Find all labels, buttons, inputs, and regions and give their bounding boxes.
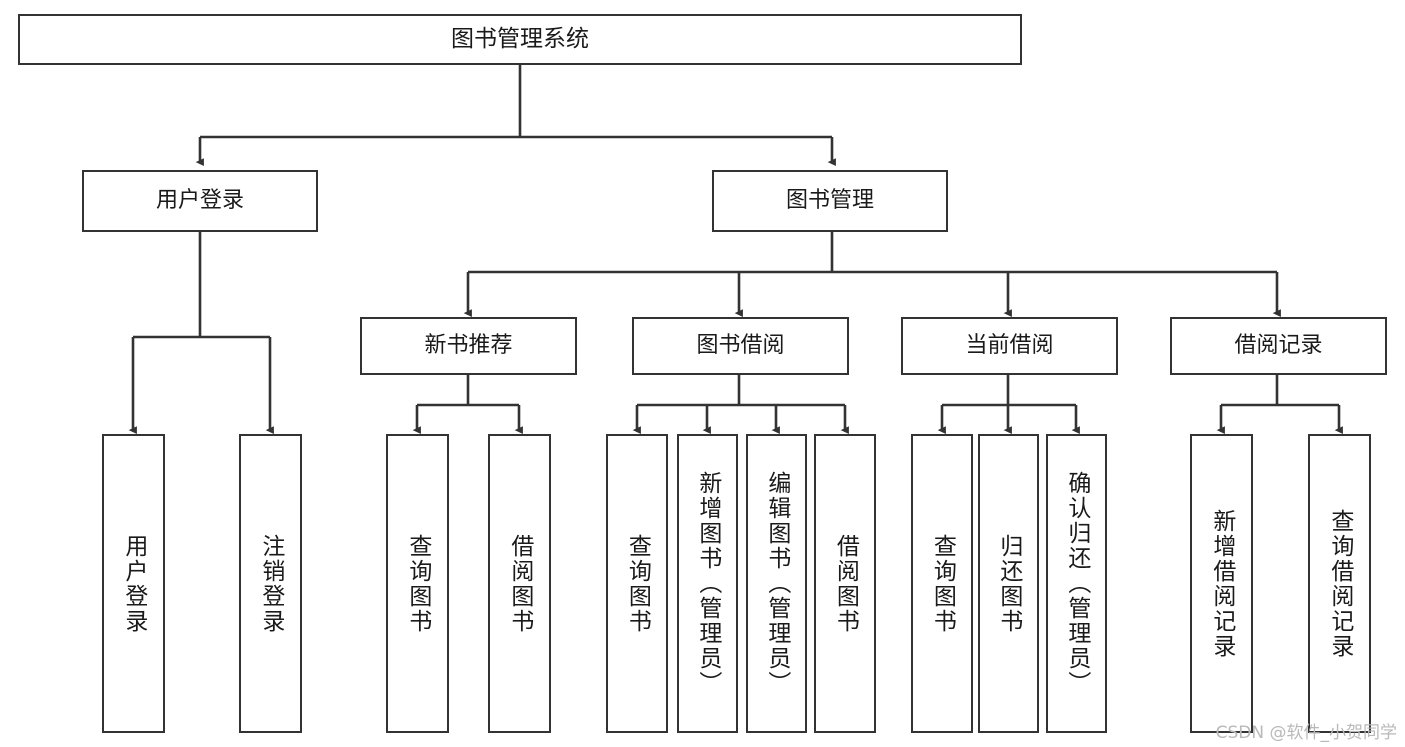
leaf-record-query-record[interactable]: 查询借阅记录 xyxy=(1308,434,1371,733)
node-label: 编辑图书（管理员） xyxy=(763,471,790,696)
node-label: 查询图书 xyxy=(624,533,651,634)
leaf-record-add-record[interactable]: 新增借阅记录 xyxy=(1190,434,1253,733)
node-label: 图书管理系统 xyxy=(451,25,589,52)
node-label: 查询图书 xyxy=(404,533,431,634)
leaf-borrow-edit-book-admin[interactable]: 编辑图书（管理员） xyxy=(746,434,807,733)
node-label: 图书管理 xyxy=(785,188,874,214)
node-label: 用户登录 xyxy=(120,533,147,634)
node-current-borrow[interactable]: 当前借阅 xyxy=(901,317,1118,375)
node-new-book-recommend[interactable]: 新书推荐 xyxy=(360,317,577,375)
leaf-user-logout[interactable]: 注销登录 xyxy=(239,434,302,733)
leaf-newbook-borrow-book[interactable]: 借阅图书 xyxy=(488,434,551,733)
node-label: 归还图书 xyxy=(995,533,1022,634)
leaf-current-query-book[interactable]: 查询图书 xyxy=(911,434,973,733)
node-label: 查询借阅记录 xyxy=(1326,508,1353,659)
leaf-borrow-borrow-book[interactable]: 借阅图书 xyxy=(814,434,876,733)
node-book-management[interactable]: 图书管理 xyxy=(712,170,948,232)
node-book-borrow[interactable]: 图书借阅 xyxy=(632,317,849,375)
node-label: 图书借阅 xyxy=(696,333,785,359)
node-root-system[interactable]: 图书管理系统 xyxy=(18,14,1022,65)
leaf-current-return-book[interactable]: 归还图书 xyxy=(978,434,1039,733)
node-label: 借阅记录 xyxy=(1234,333,1323,359)
leaf-borrow-add-book-admin[interactable]: 新增图书（管理员） xyxy=(677,434,738,733)
node-label: 新增借阅记录 xyxy=(1208,508,1235,659)
leaf-current-confirm-return-admin[interactable]: 确认归还（管理员） xyxy=(1046,434,1107,733)
node-label: 新书推荐 xyxy=(424,333,513,359)
leaf-user-login[interactable]: 用户登录 xyxy=(102,434,165,733)
node-label: 注销登录 xyxy=(257,533,284,634)
node-label: 用户登录 xyxy=(155,188,244,214)
leaf-borrow-query-book[interactable]: 查询图书 xyxy=(606,434,668,733)
node-borrow-records[interactable]: 借阅记录 xyxy=(1170,317,1387,375)
csdn-watermark: CSDN @软件_小贺同学 xyxy=(1215,723,1397,743)
node-label: 确认归还（管理员） xyxy=(1063,471,1090,696)
node-label: 借阅图书 xyxy=(506,533,533,634)
node-label: 新增图书（管理员） xyxy=(694,471,721,696)
node-label: 当前借阅 xyxy=(965,333,1054,359)
node-user-login[interactable]: 用户登录 xyxy=(82,170,318,232)
node-label: 查询图书 xyxy=(929,533,956,634)
node-label: 借阅图书 xyxy=(832,533,859,634)
leaf-newbook-query-book[interactable]: 查询图书 xyxy=(386,434,449,733)
